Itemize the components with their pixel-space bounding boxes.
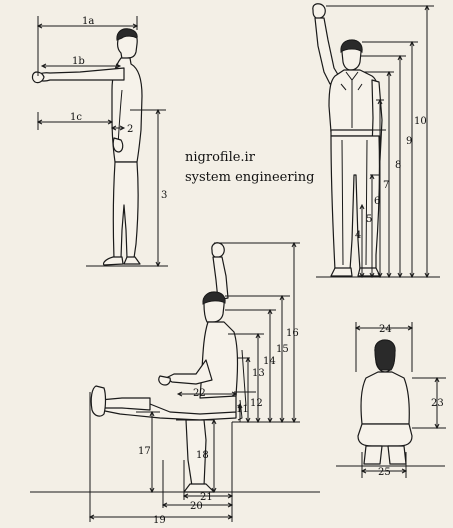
dims-standing-front bbox=[326, 4, 434, 279]
label-15: 15 bbox=[276, 344, 289, 355]
label-1a: 1a bbox=[82, 16, 94, 27]
label-19: 19 bbox=[153, 515, 166, 526]
label-25: 25 bbox=[378, 467, 391, 478]
label-14: 14 bbox=[263, 356, 276, 367]
dims-seated-back bbox=[354, 322, 446, 478]
standing-front-figure bbox=[312, 3, 383, 277]
watermark-subtitle: system engineering bbox=[185, 170, 315, 185]
label-3: 3 bbox=[161, 190, 167, 201]
label-23: 23 bbox=[431, 398, 444, 409]
label-13: 13 bbox=[252, 368, 265, 379]
label-11: 11 bbox=[236, 404, 249, 415]
label-4: 4 bbox=[355, 230, 361, 241]
label-20: 20 bbox=[190, 501, 203, 512]
label-8: 8 bbox=[395, 160, 401, 171]
seated-side-figure bbox=[90, 242, 247, 493]
standing-side-figure bbox=[31, 28, 143, 266]
label-24: 24 bbox=[379, 324, 392, 335]
dims-standing-side bbox=[36, 16, 166, 268]
label-17: 17 bbox=[138, 446, 151, 457]
watermark-site: nigrofile.ir bbox=[185, 150, 255, 165]
label-6: 6 bbox=[374, 196, 380, 207]
label-7: 7 bbox=[383, 180, 389, 191]
label-10: 10 bbox=[414, 116, 427, 127]
seated-back-figure bbox=[357, 339, 413, 465]
label-1c: 1c bbox=[70, 112, 82, 123]
label-22: 22 bbox=[193, 388, 206, 399]
label-16: 16 bbox=[286, 328, 299, 339]
label-12: 12 bbox=[250, 398, 263, 409]
dimension-label-group: 1a 1b 1c 2 3 4 5 6 7 8 9 10 11 12 13 14 … bbox=[70, 16, 444, 526]
label-21: 21 bbox=[200, 492, 213, 503]
label-1b: 1b bbox=[72, 56, 85, 67]
label-2: 2 bbox=[127, 124, 133, 135]
label-9: 9 bbox=[406, 136, 412, 147]
label-18: 18 bbox=[196, 450, 209, 461]
label-5: 5 bbox=[366, 214, 372, 225]
dims-seated-side bbox=[88, 241, 300, 522]
